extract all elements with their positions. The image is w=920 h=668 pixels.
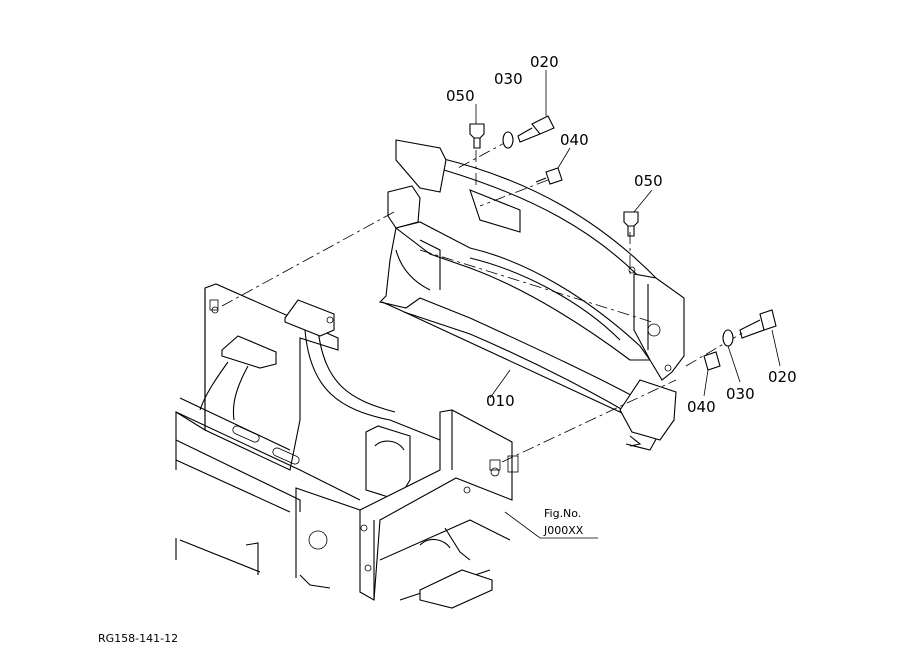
fig-no-label: Fig.No. [544,507,581,520]
bolt-040-right [703,351,721,371]
fig-no-value: J000XX [543,524,584,537]
label-030-right: 030 [726,385,755,403]
label-020-right: 020 [768,368,797,386]
bolt-020-right [759,309,777,331]
label-010: 010 [486,392,515,410]
bracket-assembly [378,139,685,451]
label-050-right: 050 [634,172,663,190]
label-020-top: 020 [530,53,559,71]
leader-lines [475,70,781,539]
fasteners [469,115,777,371]
assembly-lines [221,139,745,463]
part-labels: 020 030 050 040 050 010 020 030 040 Fig.… [98,53,797,645]
label-050-top: 050 [446,87,475,105]
main-frame [175,283,519,609]
label-030-top: 030 [494,70,523,88]
label-040-right: 040 [687,398,716,416]
pin-050-top [469,123,485,139]
washer-030-right [722,329,734,347]
drawing-code: RG158-141-12 [98,632,178,645]
label-040-top: 040 [560,131,589,149]
bolt-020-top [531,115,555,135]
bolt-040-top [545,167,563,185]
pin-050-right [623,211,639,227]
washer-030-top [502,131,514,149]
